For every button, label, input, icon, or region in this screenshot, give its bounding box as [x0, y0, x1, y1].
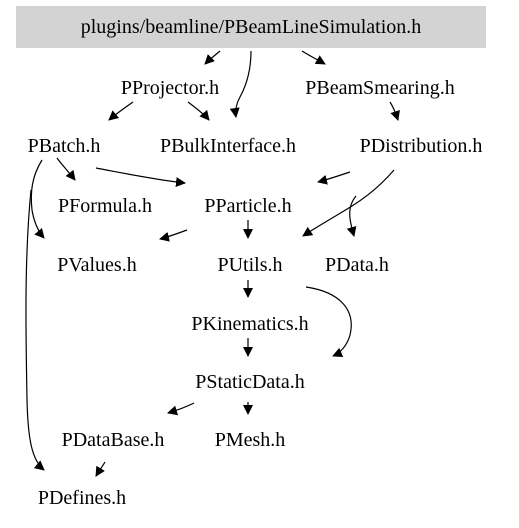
- edge-distribution-to-data: [346, 195, 357, 237]
- node-particle[interactable]: PParticle.h: [204, 195, 292, 217]
- edge-particle-to-values: [159, 229, 188, 242]
- node-distribution[interactable]: PDistribution.h: [359, 135, 483, 157]
- edge-root-to-beamsmearing: [301, 50, 326, 65]
- edge-utils-to-staticdata: [305, 286, 352, 358]
- edges-layer: [25, 50, 400, 477]
- node-formula[interactable]: PFormula.h: [58, 195, 152, 217]
- node-utils[interactable]: PUtils.h: [217, 254, 283, 276]
- node-projector[interactable]: PProjector.h: [120, 77, 220, 99]
- edge-staticdata-to-database: [167, 402, 195, 416]
- edge-beamsmearing-to-distribution: [389, 101, 400, 121]
- edge-database-to-defines: [95, 461, 106, 477]
- edge-root-to-projector: [204, 50, 221, 65]
- root-node[interactable]: [16, 6, 486, 48]
- node-mesh[interactable]: PMesh.h: [214, 429, 286, 451]
- node-kinematics[interactable]: PKinematics.h: [191, 313, 309, 335]
- edge-batch-to-defines: [25, 189, 45, 471]
- edge-projector-to-batch: [108, 101, 134, 121]
- node-database[interactable]: PDataBase.h: [61, 429, 165, 451]
- node-bulkinterface[interactable]: PBulkInterface.h: [159, 135, 297, 157]
- node-beamsmearing[interactable]: PBeamSmearing.h: [305, 77, 455, 99]
- node-defines[interactable]: PDefines.h: [37, 487, 127, 509]
- node-staticdata[interactable]: PStaticData.h: [195, 371, 305, 393]
- edge-distribution-to-utils: [302, 169, 395, 237]
- node-data[interactable]: PData.h: [325, 254, 389, 276]
- node-root-label: plugins/beamline/PBeamLineSimulation.h: [80, 16, 422, 38]
- edge-distribution-to-particle: [317, 171, 351, 185]
- edge-root-to-bulkinterface: [229, 50, 252, 118]
- edge-batch-to-formula: [56, 157, 76, 181]
- edge-batch-to-particle: [95, 167, 186, 188]
- node-batch[interactable]: PBatch.h: [27, 135, 101, 157]
- edge-batch-to-values: [30, 159, 45, 239]
- edge-projector-to-bulkinterface: [187, 101, 210, 121]
- node-values[interactable]: PValues.h: [57, 254, 137, 276]
